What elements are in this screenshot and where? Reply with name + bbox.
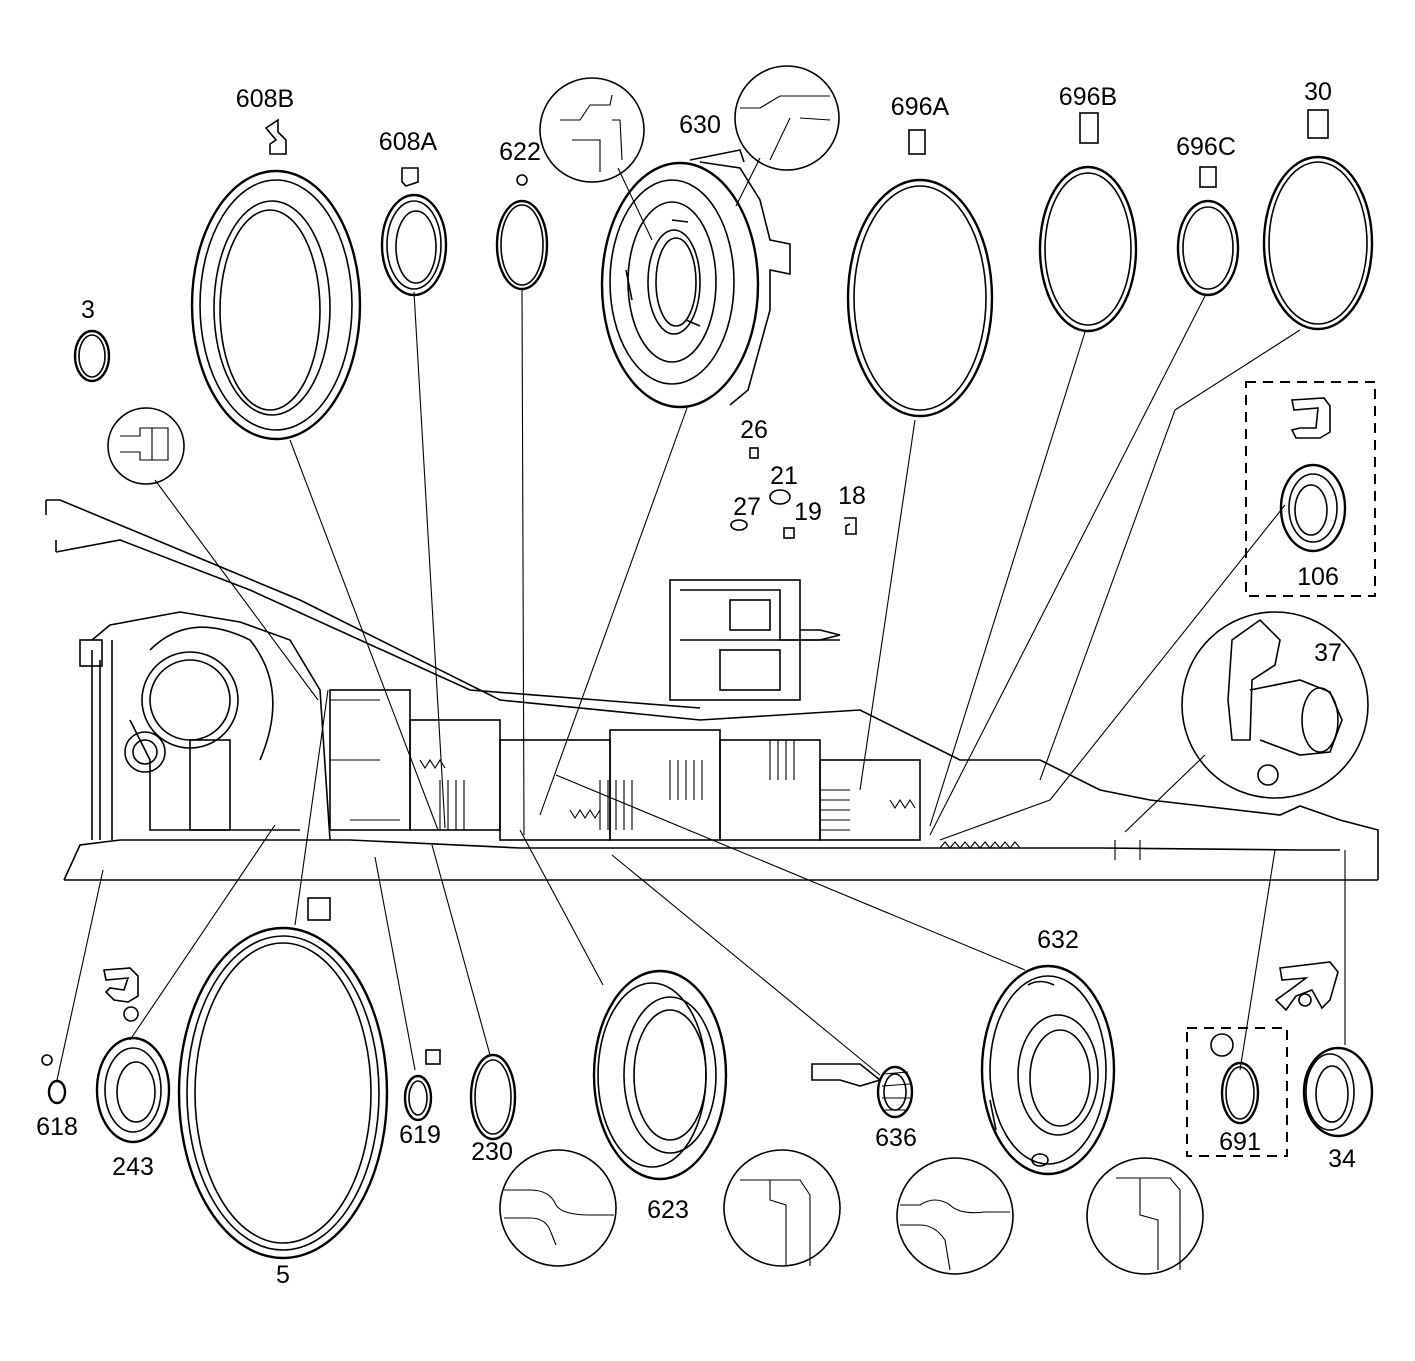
seal-696C — [1176, 166, 1240, 297]
label-30: 30 — [1304, 78, 1332, 106]
seal-5 — [177, 897, 389, 1260]
sensor-37-detail — [1181, 611, 1369, 799]
label-243: 243 — [112, 1153, 154, 1181]
label-619: 619 — [399, 1121, 441, 1149]
label-230: 230 — [471, 1138, 513, 1166]
label-696C: 696C — [1176, 133, 1236, 161]
label-5: 5 — [276, 1261, 290, 1289]
o-ring-3 — [73, 329, 185, 485]
seal-230 — [469, 1053, 517, 1141]
label-18: 18 — [838, 482, 866, 510]
label-618: 618 — [36, 1113, 78, 1141]
label-19: 19 — [794, 498, 822, 526]
seal-696A — [846, 129, 994, 418]
label-3: 3 — [81, 296, 95, 324]
piston-623 — [499, 969, 841, 1267]
small-parts-cluster — [730, 447, 857, 539]
seal-106-group — [1245, 381, 1376, 597]
o-ring-618 — [41, 1054, 67, 1105]
callout-labels: 608B 608A 622 630 696A 696B 696C 30 3 26… — [36, 78, 1356, 1289]
leader-lines — [56, 289, 1346, 1081]
seal-243-group — [95, 967, 171, 1144]
label-691: 691 — [1219, 1128, 1261, 1156]
label-26: 26 — [740, 416, 768, 444]
transmission-cross-section — [45, 499, 1379, 881]
label-27: 27 — [733, 493, 761, 521]
label-21: 21 — [770, 462, 798, 490]
seal-608A — [380, 167, 448, 297]
label-622: 622 — [499, 138, 541, 166]
label-37: 37 — [1314, 639, 1342, 667]
label-106: 106 — [1297, 563, 1339, 591]
piston-632 — [896, 964, 1204, 1275]
seal-30 — [1262, 109, 1374, 331]
label-632: 632 — [1037, 926, 1079, 954]
bearing-636 — [811, 1063, 914, 1119]
label-630: 630 — [679, 111, 721, 139]
seal-691-group — [1186, 1027, 1288, 1157]
label-696A: 696A — [891, 93, 950, 121]
seal-608B — [190, 118, 362, 441]
seal-34-group — [1274, 961, 1374, 1138]
label-34: 34 — [1328, 1145, 1356, 1173]
label-696B: 696B — [1059, 83, 1117, 111]
piston-630 — [539, 65, 840, 409]
o-ring-622 — [495, 174, 549, 291]
label-636: 636 — [875, 1124, 917, 1152]
label-608B: 608B — [236, 85, 294, 113]
seal-619 — [403, 1049, 441, 1122]
seal-696B — [1038, 112, 1138, 333]
label-608A: 608A — [379, 128, 438, 156]
label-623: 623 — [647, 1196, 689, 1224]
